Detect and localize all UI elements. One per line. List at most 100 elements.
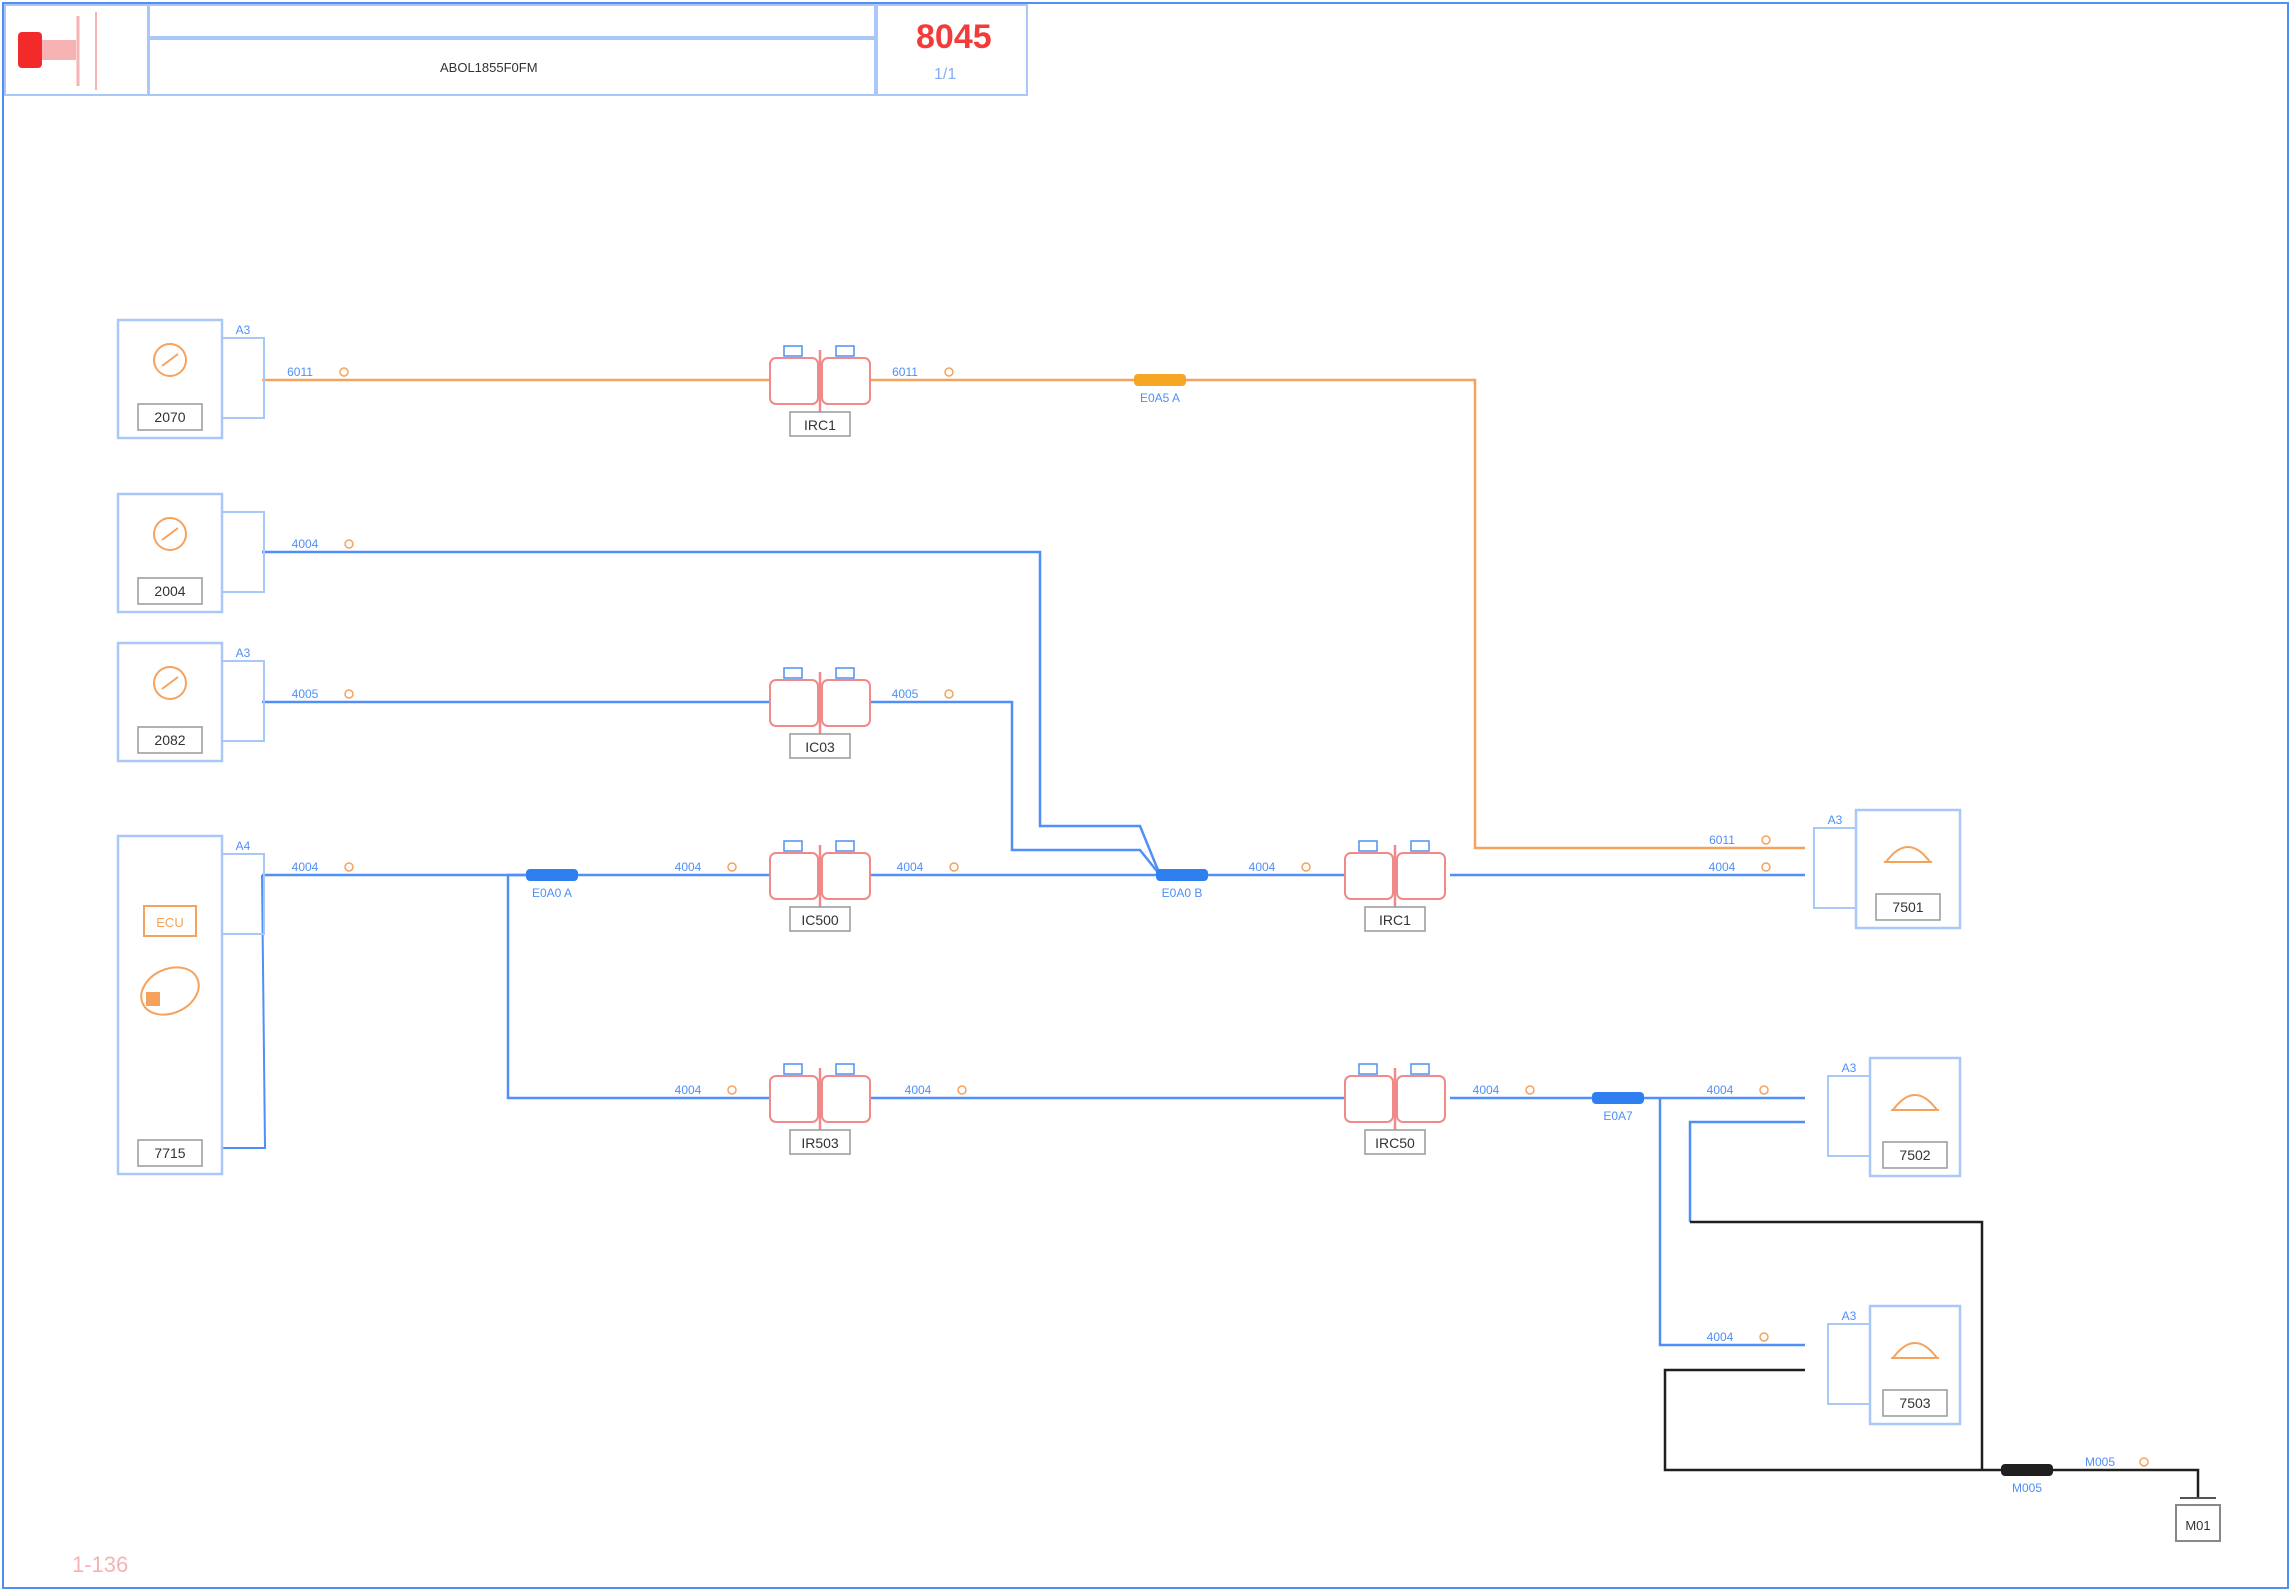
splice-5: M005	[2001, 1464, 2053, 1495]
wire-terminal-marker	[957, 1085, 967, 1095]
wire-label: 4004	[1473, 1083, 1500, 1097]
wire-terminal-marker	[344, 539, 354, 549]
wire-label: 4004	[905, 1083, 932, 1097]
splice-label: E0A0 A	[532, 886, 572, 900]
wire-terminal-marker	[344, 862, 354, 872]
wire-label: 4004	[675, 1083, 702, 1097]
title-block-description-cell: ABOL1855F0FM	[148, 38, 876, 96]
wire-label: 6011	[892, 365, 918, 379]
wire-label: 4004	[1707, 1330, 1734, 1344]
title-block-code-cell	[148, 4, 876, 38]
title-block-logo-cell	[4, 4, 149, 96]
wire-terminal-marker	[1759, 1085, 1769, 1095]
wire-label: 4004	[1249, 860, 1276, 874]
wire-label: 6011	[1709, 833, 1735, 847]
component-label: 7501	[1892, 899, 1923, 915]
connector-label: IC500	[801, 912, 839, 928]
component-pin-label: A4	[236, 839, 251, 853]
ecu-icon: ECU	[140, 905, 200, 1016]
ground-symbol: M01	[2175, 1497, 2221, 1542]
sensor-icon	[1891, 1342, 1939, 1359]
wire-label: 4005	[892, 687, 919, 701]
splice-2: E0A0 A	[526, 869, 578, 900]
component-label: 2004	[154, 583, 185, 599]
component-pin-label: A3	[1842, 1309, 1857, 1323]
component-pin-label: A3	[1842, 1061, 1857, 1075]
wire-label: 4004	[292, 537, 319, 551]
component-7502: A3 7502	[1827, 1056, 1962, 1178]
footer-reference: 1-136	[72, 1552, 129, 1577]
wire-ecu-return	[222, 874, 267, 1149]
title-block-page-cell: 8045 1/1	[876, 4, 1028, 96]
wire-label: M005	[2085, 1455, 2115, 1469]
bulb-icon	[153, 666, 187, 700]
wire-label: 4005	[292, 687, 319, 701]
component-7501: A3 7501	[1813, 808, 1962, 930]
connector-label: IC03	[805, 739, 835, 755]
component-2082: A3 2082	[116, 641, 265, 763]
wire-terminal-marker	[2139, 1457, 2149, 1467]
component-pin-label: A3	[236, 323, 251, 337]
wire-label: 4004	[675, 860, 702, 874]
splice-4: E0A7	[1592, 1092, 1644, 1123]
splice-3: E0A0 B	[1156, 869, 1208, 900]
ecu-tag: ECU	[156, 915, 183, 930]
component-pin-label: A3	[236, 646, 251, 660]
ground-label: M01	[2185, 1518, 2210, 1533]
component-pin-label: A3	[1828, 813, 1843, 827]
connector-IRC1: IRC1	[769, 345, 871, 437]
wire-terminal-marker	[944, 367, 954, 377]
wire-terminal-marker	[944, 689, 954, 699]
wire-terminal-marker	[1525, 1085, 1535, 1095]
component-label: 7503	[1899, 1395, 1930, 1411]
wire-blue-route-3	[262, 700, 1161, 876]
wire-label: 6011	[287, 365, 313, 379]
connector-IRC1: IRC1	[1344, 840, 1446, 932]
connector-label: IRC1	[804, 417, 836, 433]
wire-label: 4004	[1709, 860, 1736, 874]
wire-terminal-marker	[727, 862, 737, 872]
wire-orange-route	[262, 378, 1805, 850]
component-label: 7715	[154, 1145, 185, 1161]
wire-label: 4004	[897, 860, 924, 874]
sensor-icon	[1884, 846, 1932, 863]
wire-label: 4004	[292, 860, 319, 874]
splice-label: E0A5 A	[1140, 391, 1180, 405]
component-label: 2082	[154, 732, 185, 748]
connector-IR503: IR503	[769, 1063, 871, 1155]
page-sub-number: 1/1	[934, 66, 957, 83]
wire-terminal-marker	[1761, 835, 1771, 845]
connector-IC500: IC500	[769, 840, 871, 932]
logo-icon	[18, 12, 97, 90]
connector-IC03: IC03	[769, 667, 871, 759]
splice-label: M005	[2012, 1481, 2042, 1495]
bulb-icon	[153, 517, 187, 551]
connector-label: IRC1	[1379, 912, 1411, 928]
splice-label: E0A0 B	[1162, 886, 1203, 900]
splice-label: E0A7	[1603, 1109, 1633, 1123]
wire-terminal-marker	[339, 367, 349, 377]
wire-terminal-marker	[1301, 862, 1311, 872]
component-7503: A3 7503	[1827, 1304, 1962, 1426]
wire-terminal-marker	[949, 862, 959, 872]
wire-terminal-marker	[344, 689, 354, 699]
wire-label: 4004	[1707, 1083, 1734, 1097]
page-number: 8045	[916, 18, 992, 56]
component-label: 2070	[154, 409, 185, 425]
connector-label: IRC50	[1375, 1135, 1415, 1151]
wire-black-ground	[1663, 1220, 2200, 1498]
sensor-icon	[1891, 1094, 1939, 1111]
wire-blue-route-4	[262, 873, 1805, 1347]
connector-IRC50: IRC50	[1344, 1063, 1446, 1155]
wire-blue-route-2	[262, 550, 1162, 876]
component-label: 7502	[1899, 1147, 1930, 1163]
component-2070: A3 2070	[116, 318, 265, 440]
connector-label: IR503	[801, 1135, 839, 1151]
wire-terminal-marker	[1759, 1332, 1769, 1342]
wire-terminal-marker	[727, 1085, 737, 1095]
title-block-description: ABOL1855F0FM	[440, 60, 538, 75]
component-2004: 2004	[116, 492, 265, 614]
